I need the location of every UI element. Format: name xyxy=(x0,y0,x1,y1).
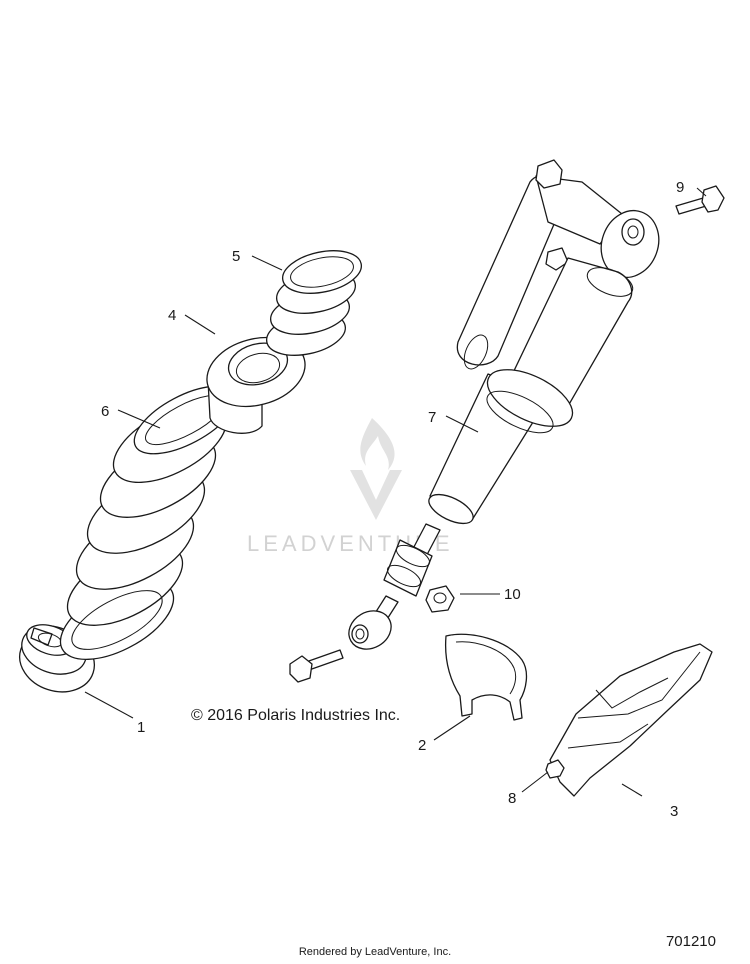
part-10-nut xyxy=(425,585,455,613)
lower-bolt xyxy=(289,649,344,683)
callout-4: 4 xyxy=(168,307,176,324)
part-9-upper-bolt xyxy=(675,185,725,215)
callout-9: 9 xyxy=(676,179,684,196)
callout-8: 8 xyxy=(508,790,516,807)
callout-5: 5 xyxy=(232,248,240,265)
callout-2: 2 xyxy=(418,737,426,754)
copyright-notice: © 2016 Polaris Industries Inc. xyxy=(191,707,401,724)
part-8-nut xyxy=(545,759,565,779)
part-6-coil-spring xyxy=(59,385,237,661)
callout-1: 1 xyxy=(137,719,145,736)
callout-10: 10 xyxy=(504,586,521,603)
part-4-spring-collar xyxy=(206,336,306,434)
callout-7: 7 xyxy=(428,409,436,426)
part-2-bracket-clip xyxy=(444,633,528,721)
callout-3: 3 xyxy=(670,803,678,820)
part-1-spring-retainer xyxy=(19,624,95,693)
part-5-small-spring xyxy=(266,250,362,356)
part-3-guard xyxy=(549,643,713,797)
part-7-shock-absorber xyxy=(348,159,660,650)
diagram-id: 701210 xyxy=(665,933,716,950)
footer-credit: Rendered by LeadVenture, Inc. xyxy=(298,946,452,958)
leader-lines xyxy=(84,187,707,797)
callout-6: 6 xyxy=(101,403,109,420)
